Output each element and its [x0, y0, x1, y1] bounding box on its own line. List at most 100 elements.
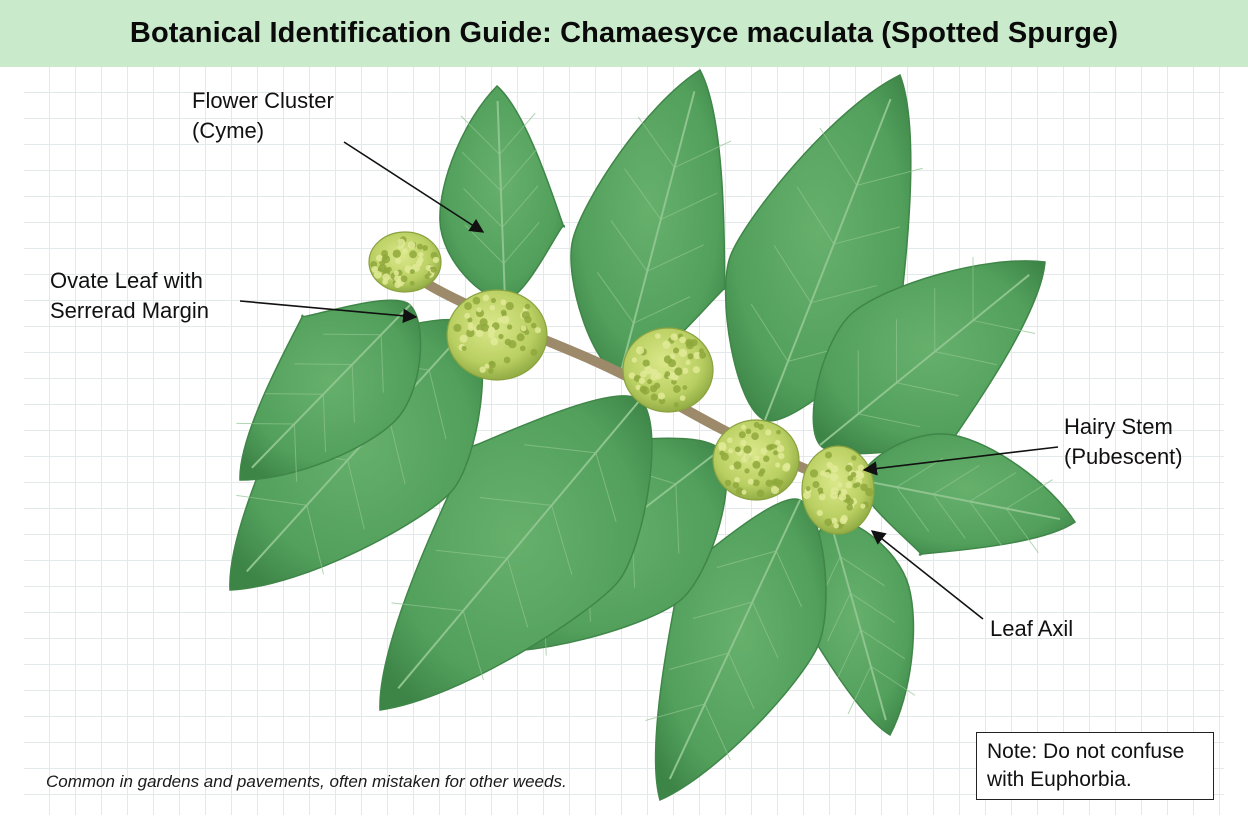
flower-cluster-left-floret — [482, 294, 490, 302]
label-hairy-stem: Hairy Stem (Pubescent) — [1064, 412, 1183, 472]
leaf-left-small-vein — [380, 334, 384, 393]
leaf-left-large-vein — [347, 460, 365, 530]
leaf-lower-left-large — [379, 395, 653, 711]
leaf-top-center-vein — [624, 168, 662, 220]
flower-cluster-left-floret — [500, 299, 507, 306]
leaf-top-right-midrib — [764, 98, 892, 421]
leaf-top-center-vein — [596, 271, 635, 324]
flower-cluster-top-left-floret — [422, 245, 428, 251]
leaf-right-lower — [859, 433, 1077, 556]
leaf-left-small-vein — [351, 364, 355, 423]
leaf-right-lower-vein — [969, 472, 1017, 502]
flower-cluster-left-floret — [479, 366, 486, 373]
flower-cluster-top-left-floret — [402, 248, 408, 255]
leaf-bottom-center-vein — [775, 550, 803, 608]
arrow-flower-cluster — [343, 141, 485, 233]
flower-cluster-far-right-floret — [816, 509, 823, 517]
flower-cluster-far-right — [801, 445, 875, 535]
flower-cluster-left-floret — [487, 326, 496, 335]
label-flower-cluster: Flower Cluster (Cyme) — [192, 86, 334, 146]
flower-cluster-far-right-floret — [805, 486, 811, 492]
leaf-top-center-midrib — [619, 91, 696, 376]
flower-cluster-left-floret — [466, 328, 475, 338]
flower-cluster-far-right-floret — [829, 473, 838, 482]
flower-cluster-top-left-floret — [397, 238, 406, 247]
leaf-top-center-vein — [674, 140, 732, 169]
leaf-top-right-vein — [856, 167, 923, 186]
flower-cluster-right-floret — [775, 462, 781, 468]
flower-cluster-right-floret — [744, 468, 750, 474]
leaf-left-small-vein — [294, 363, 353, 365]
flower-cluster-top-left-floret — [376, 254, 383, 262]
flower-cluster-top-left-floret — [373, 270, 382, 279]
flower-cluster-right-floret — [776, 482, 782, 488]
flower-cluster-top-left-floret — [409, 269, 415, 275]
flower-cluster-center-floret — [678, 348, 688, 358]
flower-cluster-right-floret — [751, 432, 759, 440]
note-line1: Note: Do not confuse — [987, 740, 1185, 763]
flower-cluster-center-floret — [679, 395, 686, 401]
flower-cluster-top-left-floret — [409, 280, 415, 286]
leaf-top-center-vein — [646, 244, 704, 272]
leaf-upper-left-vein — [503, 221, 540, 264]
flower-cluster-center-floret — [686, 341, 694, 350]
label-flower-cluster-line2: (Cyme) — [192, 118, 265, 143]
flower-cluster-far-right-floret — [846, 504, 853, 511]
leaf-bottom-right-vein — [839, 556, 885, 587]
leaf-right-lower-vein — [896, 486, 930, 532]
flower-cluster-right-floret — [741, 489, 747, 495]
leaf-bottom-right-vein — [847, 665, 872, 715]
flower-cluster-left-floret — [534, 327, 541, 334]
flower-cluster-right-floret — [766, 444, 773, 451]
flower-cluster-center-floret — [654, 333, 661, 339]
flower-cluster-center-floret — [685, 359, 691, 366]
flower-cluster-center-floret — [693, 351, 701, 360]
flower-cluster-right-floret — [735, 487, 744, 496]
leaf-right-upper-vein — [934, 351, 997, 366]
label-leaf-axil-line1: Leaf Axil — [990, 616, 1074, 641]
flower-cluster-right — [712, 419, 800, 501]
leaf-upper-left — [439, 84, 566, 301]
flower-cluster-right-floret — [743, 445, 752, 454]
flower-cluster-top-left-floret — [386, 266, 392, 272]
flower-cluster-right-floret — [747, 478, 754, 485]
flower-cluster-right-floret — [741, 424, 747, 430]
flower-cluster-left-floret — [472, 296, 481, 305]
flower-cluster-right-floret — [778, 452, 785, 460]
leaf-upper-left-vein — [461, 151, 502, 192]
leaf-upper-left-midrib — [496, 100, 506, 301]
flower-cluster-left-floret — [467, 322, 474, 329]
flower-cluster-right-floret — [763, 455, 770, 462]
flower-cluster-top-left-floret — [393, 270, 400, 276]
leaf-top-right-vein — [833, 226, 900, 245]
flower-cluster-left-floret — [519, 345, 526, 352]
flower-cluster-center-floret — [672, 385, 681, 393]
flower-cluster-far-right-floret — [826, 461, 833, 469]
flower-cluster-left-floret — [490, 337, 499, 346]
flower-cluster-left-floret — [530, 348, 538, 356]
leaf-right-upper-vein — [896, 382, 959, 397]
leaf-top-center — [570, 68, 727, 376]
flower-cluster-far-right-floret — [838, 493, 847, 501]
flower-cluster-center-floret — [650, 393, 658, 401]
flower-cluster-left-body — [446, 289, 548, 381]
leaf-right-lower-vein — [932, 465, 980, 495]
leaf-top-center-vein — [660, 192, 718, 220]
leaf-right-lower-vein — [932, 493, 966, 539]
flower-cluster-right-floret — [724, 479, 732, 487]
flower-clusters-group — [368, 231, 875, 535]
leaf-bottom-center-vein — [751, 601, 779, 659]
arrow-leaf-axil — [870, 530, 984, 620]
leaf-left-large-vein — [306, 505, 325, 575]
leaf-top-center-vein — [610, 220, 648, 272]
flower-cluster-center-floret — [640, 370, 647, 378]
leaf-bottom-right-vein — [837, 629, 862, 678]
label-ovate-leaf: Ovate Leaf with Serrerad Margin — [50, 266, 209, 326]
leaf-top-right-vein — [810, 285, 878, 304]
leaf-upper-left-vein — [460, 115, 500, 155]
leaf-lower-left-large-vein — [506, 557, 529, 628]
flower-cluster-right-floret — [726, 437, 733, 444]
leaf-bottom-right-vein — [850, 592, 895, 623]
flower-cluster-far-right-floret — [857, 471, 865, 479]
